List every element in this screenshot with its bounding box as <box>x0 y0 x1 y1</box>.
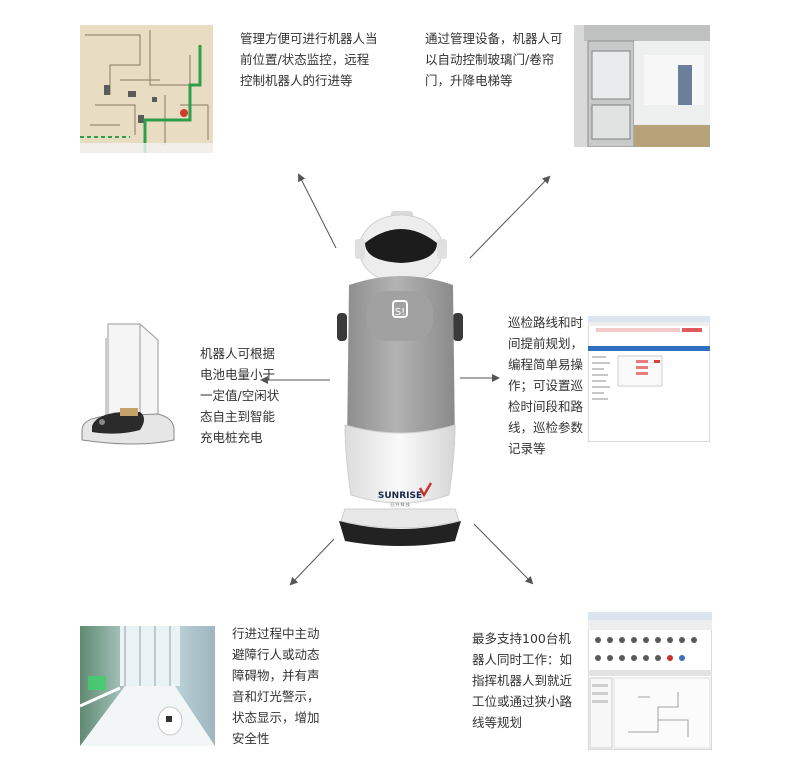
fleet-software-screenshot <box>588 612 712 750</box>
robot-base <box>339 521 461 546</box>
arrow-bottom-left <box>289 538 335 586</box>
automatic-glass-door-image <box>574 25 710 147</box>
patrol-software-screenshot <box>588 316 710 442</box>
arrow-top-right <box>469 175 551 259</box>
auto-charge-caption: 机器人可根据 电池电量小于 一定值/空闲状 态自主到智能 充电桩充电 <box>200 346 280 445</box>
robot-brand-sub: 日 升 科 技 <box>390 501 410 507</box>
obstacle-avoid-caption: 行进过程中主动 避障行人或动态 障碍物，并有声 音和灯光警示， 状态显示，增加 … <box>232 626 320 746</box>
arrow-top-left <box>298 173 337 249</box>
charging-station-image <box>78 318 180 451</box>
arrow-bottom-right <box>473 523 534 585</box>
robot-illustration: S! SUNRISE 日 升 科 技 <box>337 211 463 546</box>
corridor-avoidance-image <box>80 626 215 746</box>
patrol-plan-caption: 巡检路线和时 间提前规划， 编程简单易操 作；可设置巡 检时间段和路 线，巡检参… <box>508 315 584 456</box>
map-monitor-caption: 管理方便可进行机器人当 前位置/状态监控，远程 控制机器人的行进等 <box>240 31 378 88</box>
robot-badge: S! <box>395 307 405 318</box>
floor-map-image <box>80 25 213 153</box>
robot-visor <box>365 229 437 263</box>
robot-brand-logo: SUNRISE <box>378 491 422 501</box>
multi-robot-caption: 最多支持100台机 器人同时工作：如 指挥机器人到就近 工位或通过狭小路 线等规… <box>472 631 573 730</box>
device-control-caption: 通过管理设备，机器人可 以自动控制玻璃门/卷帘 门，升降电梯等 <box>425 31 563 88</box>
